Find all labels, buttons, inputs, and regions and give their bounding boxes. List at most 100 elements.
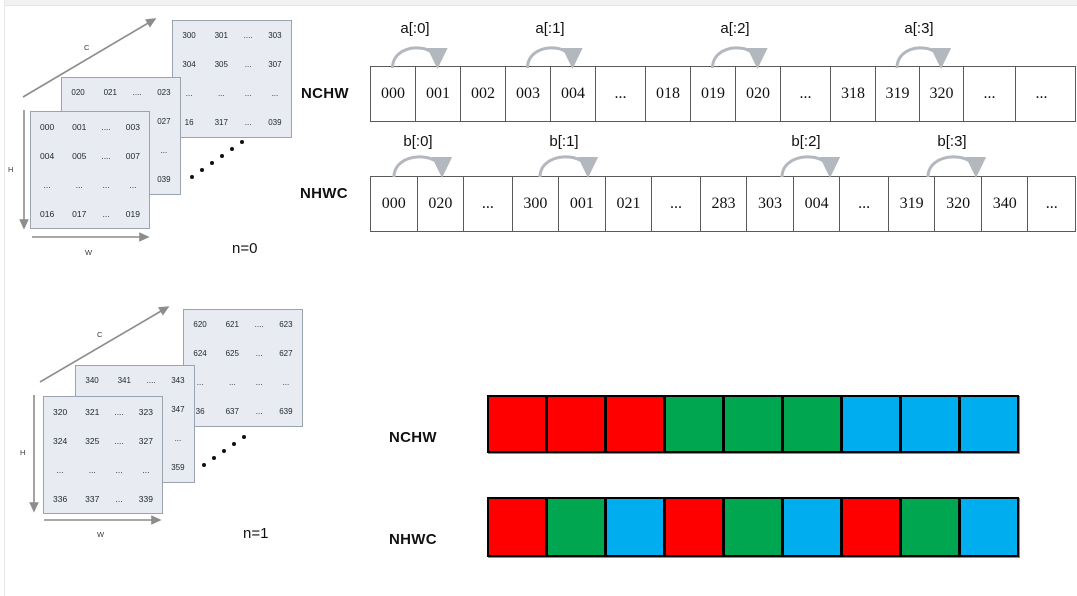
channel-block-blue [841, 395, 901, 453]
tensor-cell: 624 [193, 349, 207, 358]
channel-block-red [546, 395, 606, 453]
tensor-cell: 343 [171, 376, 185, 385]
tensor-cell: .... [114, 406, 124, 417]
channel-block-red [487, 395, 547, 453]
tensor-cell: 303 [268, 31, 282, 40]
tensor-row: ............ [173, 79, 291, 108]
memory-strip-arrows-nhwc [392, 155, 987, 178]
memory-cell: ... [464, 177, 513, 231]
tensor-axes-arrows-n0 [19, 18, 157, 242]
memory-cell: 019 [691, 67, 736, 121]
tensor-cell: .... [243, 31, 253, 40]
tensor-cell: 000 [39, 121, 55, 132]
channel-block-green [723, 497, 783, 557]
tensor-cell: 005 [72, 150, 87, 161]
tensor-cell: 004 [39, 150, 55, 161]
tensor-cell: ... [255, 407, 263, 416]
memory-cell: 340 [982, 177, 1029, 231]
tensor-cell: 001 [72, 121, 87, 132]
axis-label-c-n1: C [97, 330, 103, 339]
channel-block-red [605, 395, 665, 453]
tensor-cell: .... [146, 376, 156, 385]
memory-arrow [538, 155, 599, 178]
tensor-cell: 301 [214, 31, 228, 40]
tensor-row: 359 [76, 453, 194, 482]
memory-arrow [711, 46, 768, 69]
tensor-cell: ... [228, 378, 236, 387]
channel-block-blue [900, 395, 960, 453]
memory-cell: 320 [935, 177, 982, 231]
axis-label-w-n0: W [85, 248, 93, 257]
tensor-cell: 337 [85, 493, 100, 504]
tensor-cell: 307 [268, 60, 282, 69]
channel-blocks-nhwc [487, 497, 1019, 557]
memory-cell: 020 [418, 177, 465, 231]
memory-cell: ... [652, 177, 701, 231]
memory-cell: 000 [371, 67, 416, 121]
memory-arrow-label: b[:2] [791, 133, 821, 150]
memory-cell: 004 [551, 67, 596, 121]
tensor-row: ... [76, 424, 194, 453]
axis-label-w-n1: W [97, 530, 105, 539]
tensor-cell: ... [282, 378, 290, 387]
tensor-row: 320 321.... 323 [44, 397, 162, 426]
tensor-cell: .... [132, 88, 142, 97]
tensor-cell: ... [88, 464, 96, 475]
tensor-cell: .... [114, 435, 124, 446]
memory-cell: 021 [606, 177, 653, 231]
memory-cell: 320 [920, 67, 964, 121]
memory-cell: 018 [646, 67, 691, 121]
tensor-cell: 347 [171, 405, 185, 414]
memory-arrow [780, 155, 841, 178]
tensor-cell: 023 [157, 88, 171, 97]
channel-block-blue [605, 497, 665, 557]
channel-block-red [487, 497, 547, 557]
channel-block-green [900, 497, 960, 557]
memory-arrow-label: a[:2] [720, 20, 750, 37]
memory-cell: ... [964, 67, 1016, 121]
tensor-cell: 003 [125, 121, 140, 132]
tensor-cell: 320 [52, 406, 68, 417]
tensor-cell: ... [196, 378, 204, 387]
channel-blocks-label-nhwc: NHWC [389, 531, 437, 548]
tensor-cell: 327 [138, 435, 153, 446]
tensor-cell: 627 [279, 349, 293, 358]
tensor-cell: ... [244, 60, 252, 69]
tensor-cell: ... [271, 89, 279, 98]
tensor-cell: 016 [39, 208, 55, 219]
tensor-cell: ... [102, 179, 110, 190]
tensor-cell: 323 [138, 406, 153, 417]
tensor-row: ............ [31, 170, 149, 199]
tensor-cell: ... [255, 349, 263, 358]
memory-cell: 002 [461, 67, 506, 121]
tensor-cell: ... [255, 378, 263, 387]
tensor-axes-arrows-n1 [29, 306, 170, 525]
tensor-cell: 637 [225, 407, 239, 416]
tensor-cell: 321 [85, 406, 100, 417]
memory-cell: 001 [416, 67, 461, 121]
channel-block-green [782, 395, 842, 453]
memory-cell: ... [1045, 195, 1058, 212]
tensor-cell: 325 [85, 435, 100, 446]
tensor-row: 027 [62, 107, 180, 136]
tensor-cell: 017 [72, 208, 87, 219]
memory-arrow [526, 46, 583, 69]
memory-arrow-label: a[:3] [904, 20, 934, 37]
